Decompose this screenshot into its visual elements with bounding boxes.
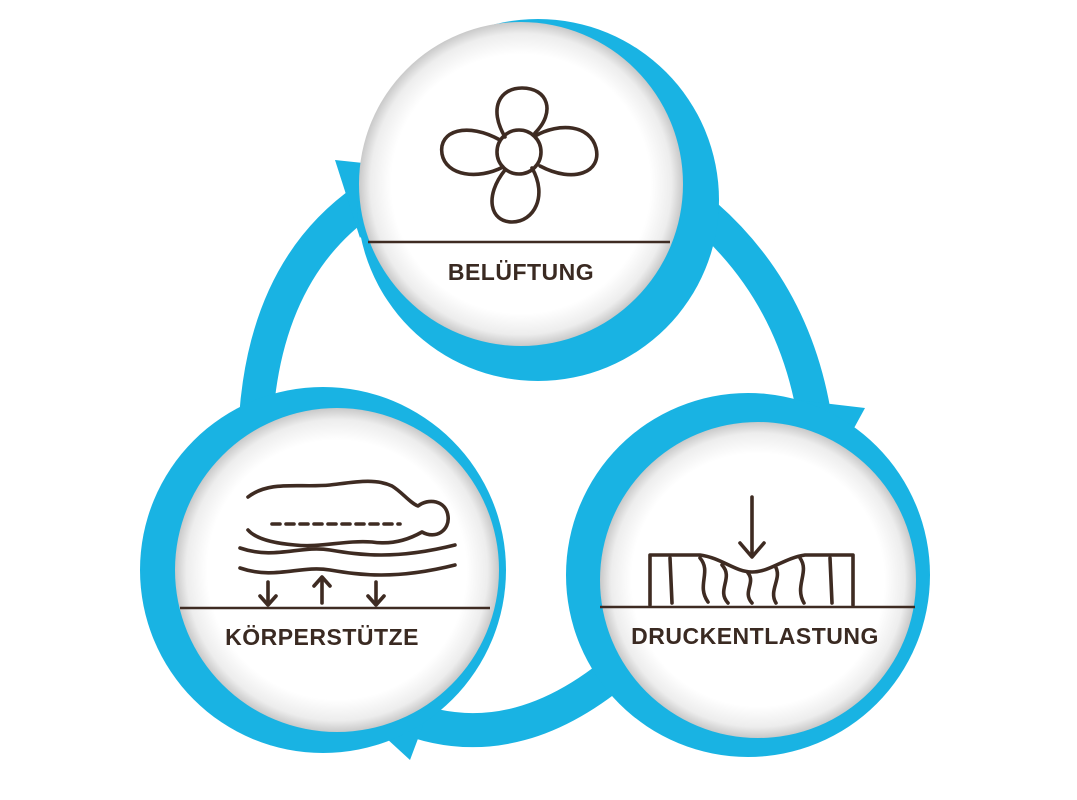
node-left-label: KÖRPERSTÜTZE	[225, 624, 419, 650]
node-right-face	[600, 422, 916, 738]
pressure-relief-foam-icon	[648, 495, 855, 607]
node-right: DRUCKENTLASTUNG	[566, 393, 930, 757]
node-top: BELÜFTUNG	[357, 19, 719, 381]
fan-propeller-icon	[439, 86, 599, 224]
node-top-face	[359, 22, 683, 346]
body-support-icon	[238, 479, 457, 607]
node-right-label: DRUCKENTLASTUNG	[631, 623, 879, 649]
node-left: KÖRPERSTÜTZE	[140, 387, 506, 753]
node-top-label: BELÜFTUNG	[448, 259, 594, 285]
